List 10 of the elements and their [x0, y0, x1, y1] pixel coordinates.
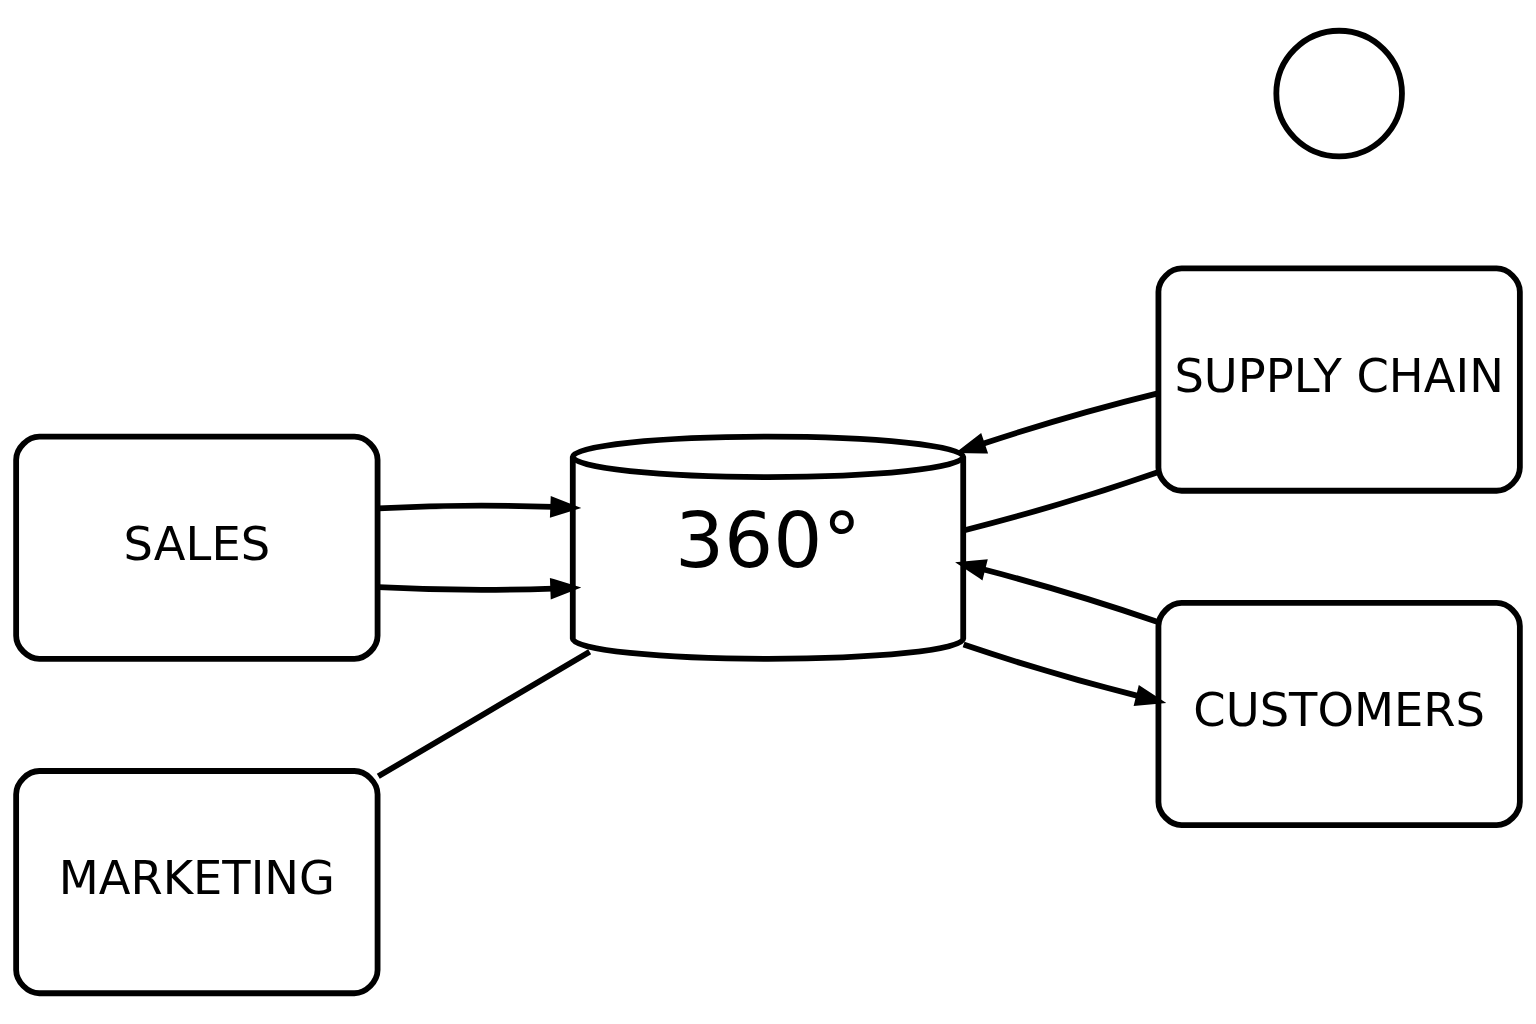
arrow: [378, 495, 582, 518]
node-box: CUSTOMERS: [1155, 599, 1523, 828]
node-person: [1273, 27, 1405, 160]
arrow: [962, 641, 1167, 707]
node-box: SUPPLY CHAIN: [1155, 265, 1523, 494]
arrow: [955, 559, 1159, 625]
arrow: [378, 577, 582, 600]
node-box: MARKETING: [13, 768, 381, 997]
node-box: SALES: [13, 433, 381, 662]
connector: [376, 649, 592, 779]
